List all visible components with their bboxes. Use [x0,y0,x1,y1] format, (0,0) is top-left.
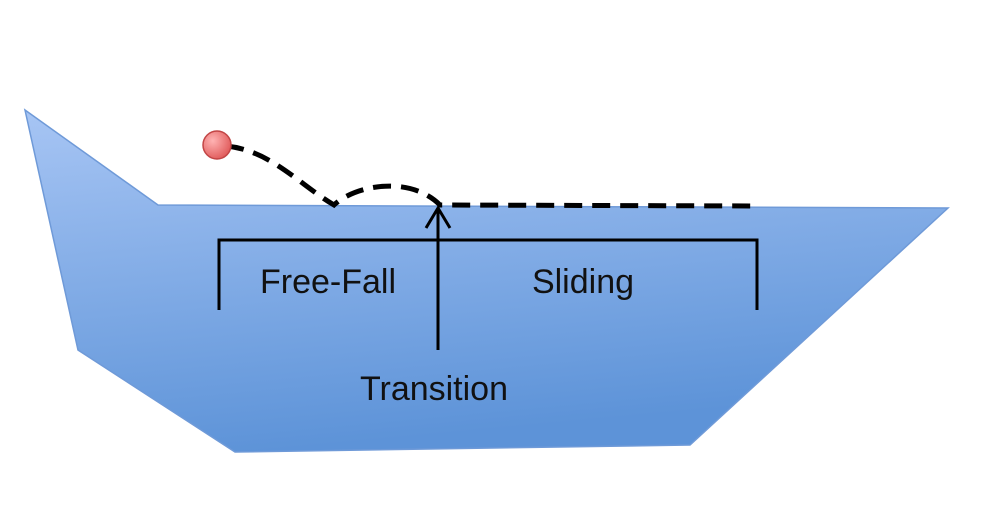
ball-trajectory [225,143,761,209]
phase-bracket [217,238,759,310]
container-shape [23,108,950,453]
sliding-label: Sliding [532,263,634,301]
free-fall-label: Free-Fall [260,263,396,301]
transition-label: Transition [360,370,508,408]
ball [202,130,232,160]
transition-arrow [424,205,452,350]
